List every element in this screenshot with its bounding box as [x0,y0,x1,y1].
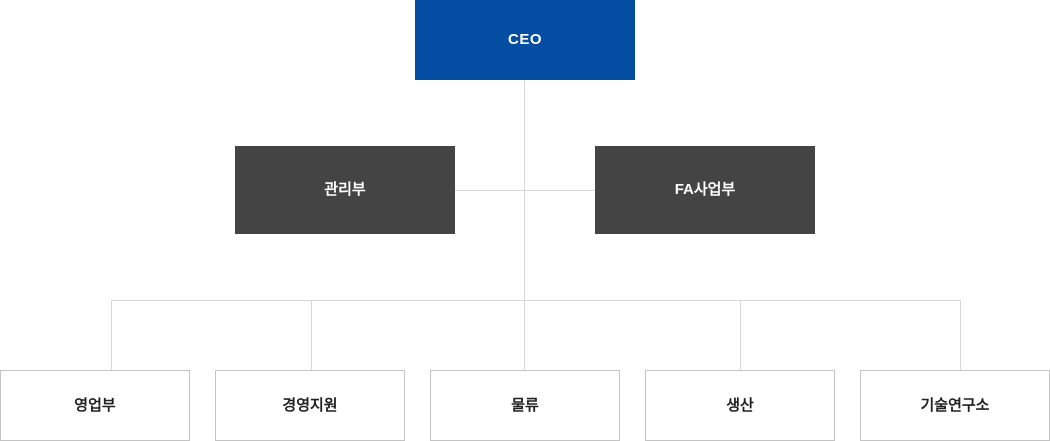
node-management-division[interactable]: 관리부 [235,146,455,234]
node-sales-team-label: 영업부 [74,396,116,414]
node-ceo[interactable]: CEO [415,0,635,80]
connector-drop-logistics [524,300,525,370]
connector-drop-research [960,300,961,370]
node-fa-business-division[interactable]: FA사업부 [595,146,815,234]
node-management-support-team[interactable]: 경영지원 [215,370,405,441]
node-management-support-team-label: 경영지원 [282,396,338,414]
connector-level3-bus [111,300,961,301]
node-production-team-label: 생산 [726,396,754,414]
node-logistics-team[interactable]: 물류 [430,370,620,441]
connector-level2-bar [455,190,595,191]
node-logistics-team-label: 물류 [511,396,539,414]
connector-drop-sales [111,300,112,370]
node-sales-team[interactable]: 영업부 [0,370,190,441]
connector-drop-production [740,300,741,370]
node-fa-business-division-label: FA사업부 [674,181,736,198]
node-production-team[interactable]: 생산 [645,370,835,441]
node-research-institute-label: 기술연구소 [920,396,990,414]
node-research-institute[interactable]: 기술연구소 [860,370,1050,441]
node-management-division-label: 관리부 [324,181,366,198]
connector-drop-support [311,300,312,370]
node-ceo-label: CEO [507,31,542,48]
